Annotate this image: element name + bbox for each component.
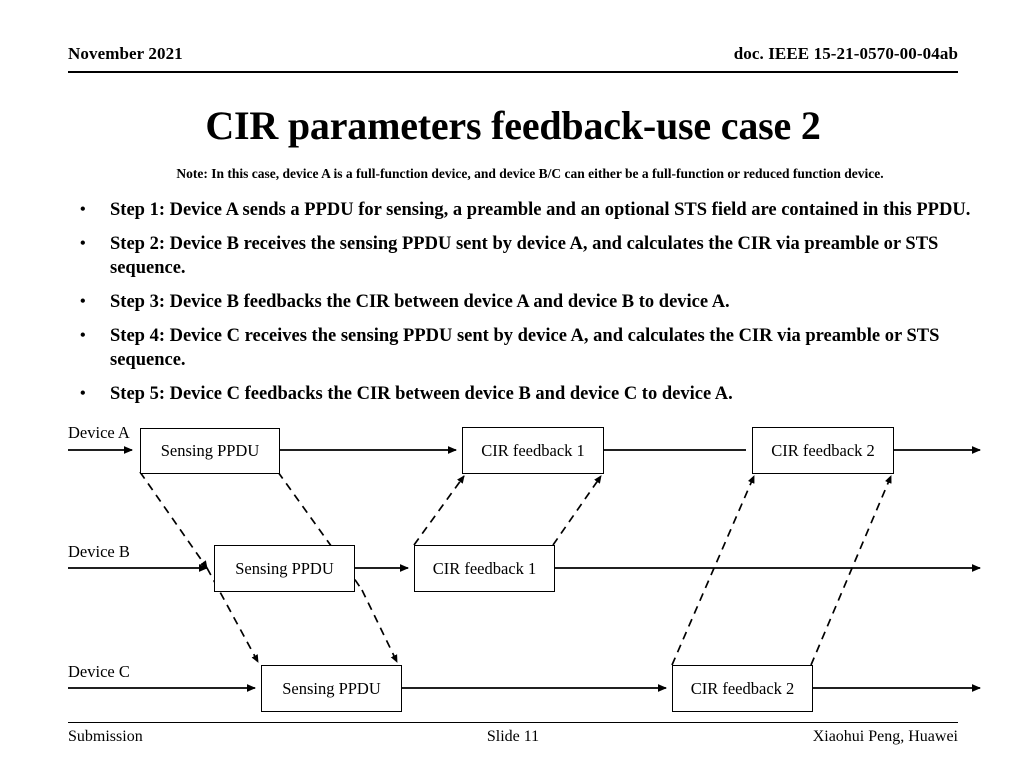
packet-box-a-sensing-ppdu[interactable]: Sensing PPDU bbox=[140, 428, 280, 474]
header-doc-id: doc. IEEE 15-21-0570-00-04ab bbox=[733, 44, 958, 63]
packet-box-c-cir-feedback-2[interactable]: CIR feedback 2 bbox=[672, 665, 813, 712]
list-item: • Step 5: Device C feedbacks the CIR bet… bbox=[72, 382, 972, 406]
note-text: Note: In this case, device A is a full-f… bbox=[176, 166, 884, 181]
footer-submission: Submission bbox=[68, 728, 143, 745]
list-item-label: Step 5: Device C feedbacks the CIR betwe… bbox=[110, 384, 733, 404]
bullet-icon: • bbox=[80, 293, 86, 310]
timeline-label-device-c: Device C bbox=[68, 662, 130, 681]
footer-divider bbox=[68, 722, 958, 723]
propagation-c-to-a-fb2 bbox=[671, 475, 892, 666]
packet-box-b-sensing-ppdu[interactable]: Sensing PPDU bbox=[214, 545, 355, 592]
packet-label: Sensing PPDU bbox=[282, 678, 381, 698]
packet-box-a-cir-feedback-1[interactable]: CIR feedback 1 bbox=[462, 427, 604, 474]
list-item: • Step 3: Device B feedbacks the CIR bet… bbox=[72, 290, 972, 314]
packet-label: CIR feedback 1 bbox=[432, 558, 537, 578]
header-divider bbox=[68, 71, 958, 73]
timeline-label-device-b: Device B bbox=[68, 542, 130, 561]
slide-footer: Submission Slide 11 Xiaohui Peng, Huawei bbox=[68, 728, 958, 752]
slide-header: November 2021 doc. IEEE 15-21-0570-00-04… bbox=[68, 44, 958, 74]
timeline-label-device-a: Device A bbox=[68, 423, 130, 442]
list-item-label: Step 2: Device B receives the sensing PP… bbox=[110, 234, 939, 278]
packet-box-a-cir-feedback-2[interactable]: CIR feedback 2 bbox=[752, 427, 894, 474]
page-title: CIR parameters feedback-use case 2 bbox=[205, 103, 821, 148]
list-item-label: Step 1: Device A sends a PPDU for sensin… bbox=[110, 200, 971, 220]
list-item: • Step 1: Device A sends a PPDU for sens… bbox=[72, 198, 972, 222]
bullet-icon: • bbox=[80, 235, 86, 252]
propagation-b-to-a-fb1 bbox=[413, 475, 602, 546]
packet-label: Sensing PPDU bbox=[160, 441, 260, 460]
packet-box-c-sensing-ppdu[interactable]: Sensing PPDU bbox=[261, 665, 402, 712]
packet-box-b-cir-feedback-1[interactable]: CIR feedback 1 bbox=[414, 545, 555, 592]
packet-label: CIR feedback 2 bbox=[771, 440, 875, 460]
bullet-icon: • bbox=[80, 327, 86, 344]
list-item-label: Step 4: Device C receives the sensing PP… bbox=[110, 326, 940, 370]
steps-list: • Step 1: Device A sends a PPDU for sens… bbox=[72, 198, 972, 416]
footer-author: Xiaohui Peng, Huawei bbox=[812, 728, 958, 745]
header-date: November 2021 bbox=[68, 44, 183, 63]
bullet-icon: • bbox=[80, 385, 86, 402]
packet-label: CIR feedback 2 bbox=[690, 678, 795, 698]
packet-label: Sensing PPDU bbox=[235, 558, 334, 578]
footer-slide-number: Slide 11 bbox=[486, 728, 540, 745]
packet-label: CIR feedback 1 bbox=[481, 440, 585, 460]
list-item: • Step 4: Device C receives the sensing … bbox=[72, 324, 972, 372]
list-item: • Step 2: Device B receives the sensing … bbox=[72, 232, 972, 280]
bullet-icon: • bbox=[80, 201, 86, 218]
list-item-label: Step 3: Device B feedbacks the CIR betwe… bbox=[110, 292, 730, 312]
